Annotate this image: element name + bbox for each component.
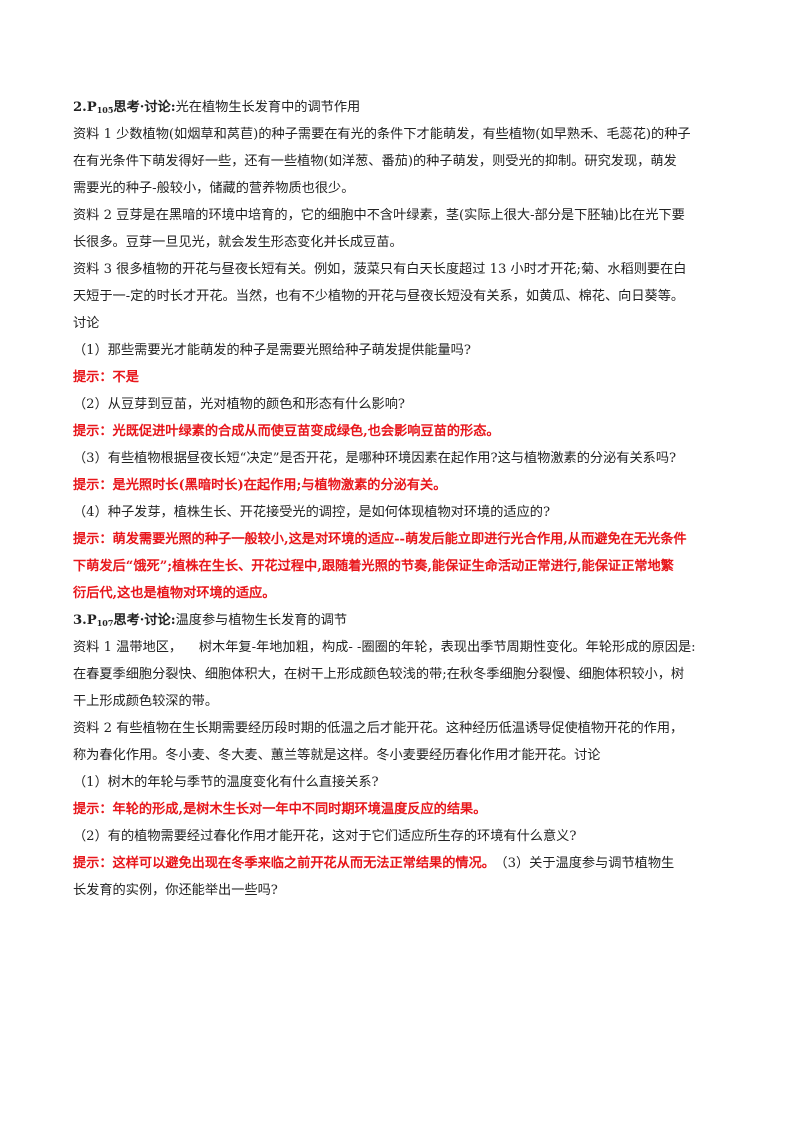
- s2-hint-1: 提示：不是: [73, 370, 139, 385]
- section-3-heading-text: 温度参与植物生长发育的调节: [175, 613, 348, 628]
- s2-hint-4-line1: 提示：萌发需要光照的种子一般较小,这是对环境的适应--萌发后能立即进行光合作用,…: [73, 532, 687, 547]
- s2-material1-line3: 需要光的种子-般较小，储藏的营养物质也很少。: [73, 181, 355, 196]
- s3-question-3-end: 长发育的实例，你还能举出一些吗?: [73, 883, 278, 898]
- s2-hint-4-line3: 衍后代,这也是植物对环境的适应。: [73, 586, 276, 601]
- s2-material1-line2: 在有光条件下萌发得好一些，还有一些植物(如洋葱、番茄)的种子萌发，则受光的抑制。…: [73, 154, 677, 169]
- s2-question-2: （2）从豆芽到豆苗，光对植物的颜色和形态有什么影响?: [73, 397, 405, 412]
- s3-material1-line2: 在春夏季细胞分裂快、细胞体积大，在树干上形成颜色较浅的带;在秋冬季细胞分裂慢、细…: [73, 667, 685, 682]
- section-3-page-subscript: 107: [96, 618, 114, 628]
- section-3-number: 3.P: [73, 613, 97, 628]
- s3-hint-1: 提示：年轮的形成,是树木生长对一年中不同时期环境温度反应的结果。: [73, 802, 487, 817]
- section-2-number: 2.P: [73, 100, 97, 115]
- section-3-keyword: 思考·讨论:: [113, 613, 176, 628]
- s3-material1-line1: 资料 1 温带地区， 树木年复-年地加粗，构成- -圈圈的年轮，表现出季节周期性…: [73, 640, 696, 655]
- s2-hint-2: 提示：光既促进叶绿素的合成从而使豆苗变成绿色,也会影响豆苗的形态。: [73, 424, 500, 439]
- s2-discussion-label: 讨论: [73, 316, 100, 331]
- s2-material1-line1: 资料 1 少数植物(如烟草和莴苣)的种子需要在有光的条件下才能萌发，有些植物(如…: [73, 127, 691, 142]
- s2-question-1: （1）那些需要光才能萌发的种子是需要光照给种子萌发提供能量吗?: [73, 343, 471, 358]
- s3-question-2: （2）有的植物需要经过春化作用才能开花，这对于它们适应所生存的环境有什么意义?: [73, 829, 577, 844]
- s2-material2-line1: 资料 2 豆芽是在黑暗的环境中培育的，它的细胞中不含叶绿素，茎(实际上很大-部分…: [73, 208, 685, 223]
- s3-question-1: （1）树木的年轮与季节的温度变化有什么直接关系?: [73, 775, 379, 790]
- s2-material2-line2: 长很多。豆芽一旦见光，就会发生形态变化并长成豆苗。: [73, 235, 403, 250]
- s3-material2-line2: 称为春化作用。冬小麦、冬大麦、蕙兰等就是这样。冬小麦要经历春化作用才能开花。讨论: [73, 748, 601, 763]
- s3-hint-2-row: 提示：这样可以避免出现在冬季来临之前开花从而无法正常结果的情况。 （3）关于温度参…: [73, 850, 743, 877]
- s3-hint-2: 提示：这样可以避免出现在冬季来临之前开花从而无法正常结果的情况。: [73, 856, 495, 871]
- s3-material2-line1: 资料 2 有些植物在生长期需要经历段时期的低温之后才能开花。这种经历低温诱导促使…: [73, 721, 684, 736]
- s2-material3-line2: 天短于一-定的时长才开花。当然，也有不少植物的开花与昼夜长短没有关系，如黄瓜、棉…: [73, 289, 685, 304]
- section-2-title: 2.P105思考·讨论:光在植物生长发育中的调节作用: [73, 94, 743, 121]
- s2-question-3: （3）有些植物根据昼夜长短“决定”是否开花，是哪种环境因素在起作用?这与植物激素…: [73, 451, 677, 466]
- s2-question-4: （4）种子发芽，植株生长、开花接受光的调控，是如何体现植物对环境的适应的?: [73, 505, 551, 520]
- s3-material1-line3: 干上形成颜色较深的带。: [73, 694, 219, 709]
- s2-material3-line1: 资料 3 很多植物的开花与昼夜长短有关。例如，菠菜只有白天长度超过 13 小时才…: [73, 262, 687, 277]
- s2-hint-4-line2: 下萌发后“饿死”;植株在生长、开花过程中,跟随着光照的节奏,能保证生命活动正常进…: [73, 559, 674, 574]
- section-2-page-subscript: 105: [96, 105, 114, 115]
- s2-hint-3: 提示：是光照时长(黑暗时长)在起作用;与植物激素的分泌有关。: [73, 478, 447, 493]
- s3-question-3-start: （3）关于温度参与调节植物生: [501, 856, 675, 871]
- document-page: 2.P105思考·讨论:光在植物生长发育中的调节作用 资料 1 少数植物(如烟草…: [73, 94, 743, 904]
- section-2-heading-text: 光在植物生长发育中的调节作用: [175, 100, 361, 115]
- section-2-keyword: 思考·讨论:: [113, 100, 176, 115]
- section-3-title: 3.P107思考·讨论:温度参与植物生长发育的调节: [73, 607, 743, 634]
